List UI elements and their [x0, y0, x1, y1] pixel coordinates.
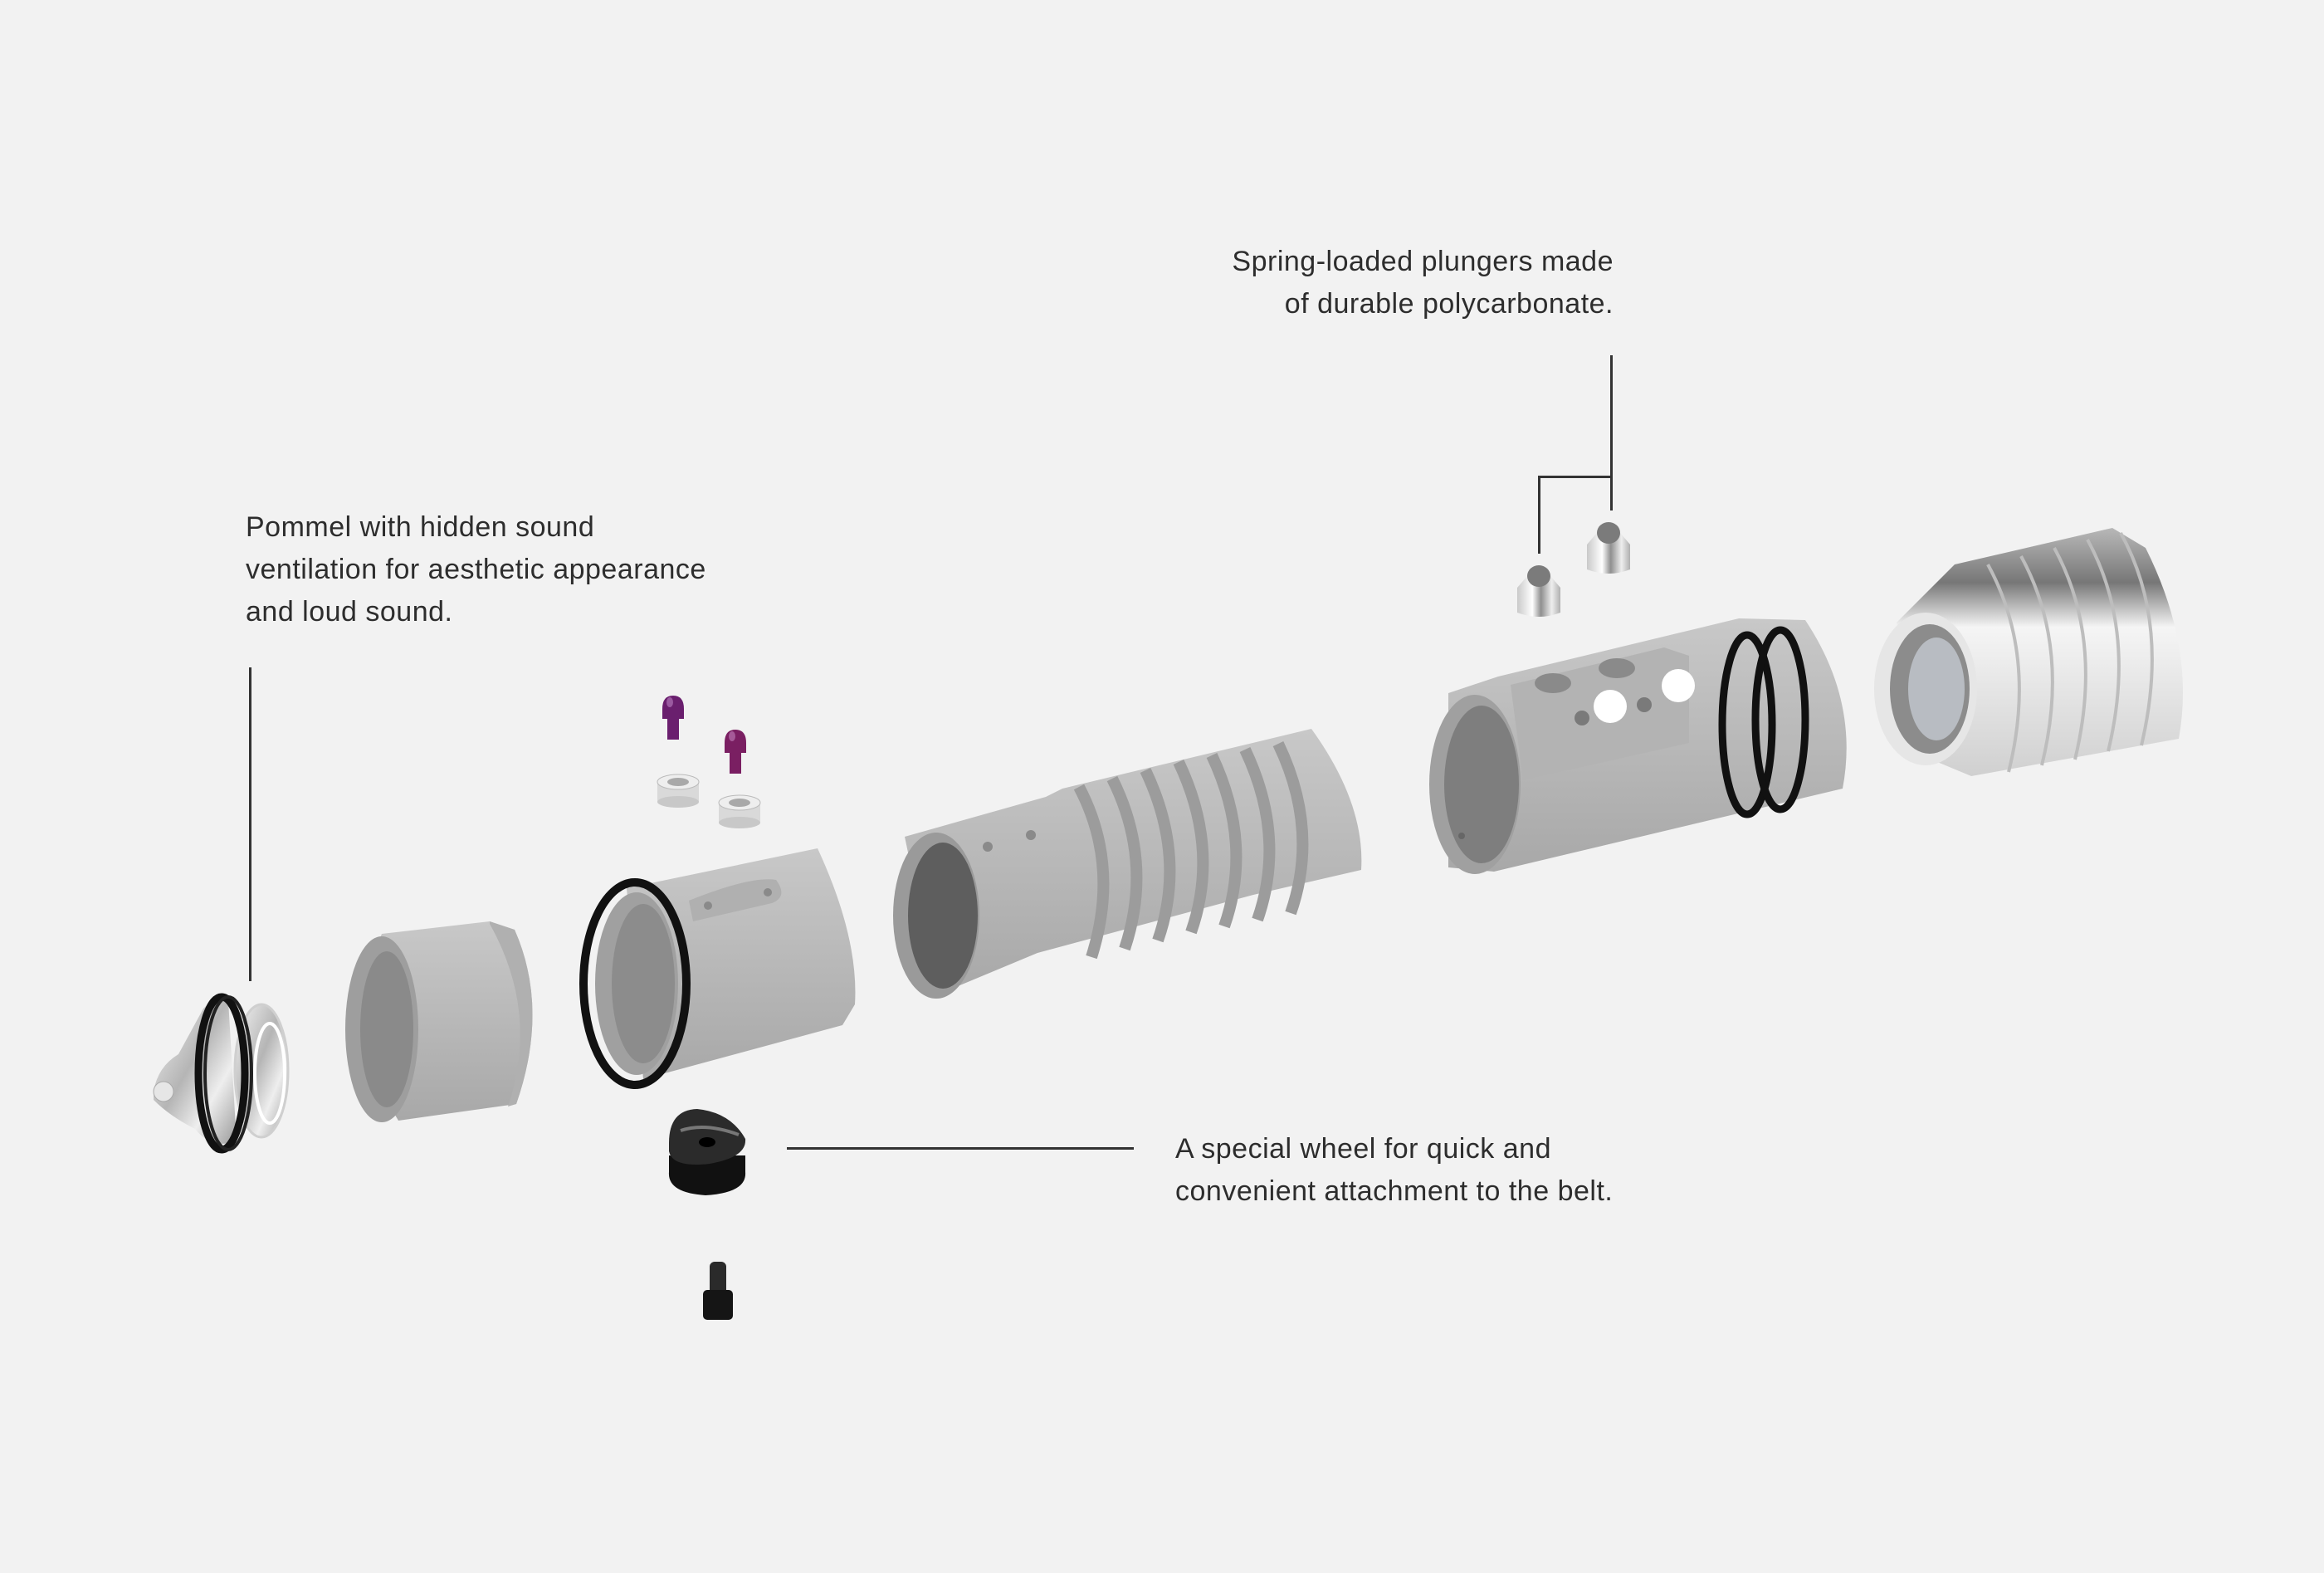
wheel-callout: A special wheel for quick and convenient… — [1175, 1128, 1613, 1213]
spring-plunger-1 — [1514, 561, 1564, 621]
wheel-callout-line-2: convenient attachment to the belt. — [1175, 1175, 1614, 1207]
belt-wheel-part — [664, 1106, 755, 1197]
plungers-callout-line-1: Spring-loaded plungers made — [1232, 246, 1614, 277]
pommel-part — [145, 984, 320, 1158]
wheel-leader — [787, 1147, 1134, 1150]
plungers-callout: Spring-loaded plungers made of durable p… — [1145, 241, 1614, 325]
grip-body-part — [872, 729, 1403, 1003]
activation-button-1 — [661, 694, 686, 742]
pommel-callout: Pommel with hidden sound ventilation for… — [246, 506, 706, 633]
pommel-callout-line-2: ventilation for aesthetic appearance — [246, 554, 706, 585]
pommel-sleeve-part — [332, 917, 556, 1125]
wheel-screw-part — [701, 1260, 738, 1323]
spring-plunger-2 — [1584, 518, 1633, 578]
emitter-part — [1863, 523, 2195, 789]
switch-section-part — [569, 847, 859, 1096]
plungers-leader-branch — [1538, 476, 1540, 554]
pommel-callout-line-3: and loud sound. — [246, 596, 453, 628]
plungers-leader-stem — [1610, 355, 1613, 510]
plungers-leader-bar — [1538, 476, 1613, 478]
button-bushing-2 — [717, 794, 762, 829]
plungers-callout-line-2: of durable polycarbonate. — [1284, 288, 1614, 320]
plunger-body-part — [1415, 618, 1855, 880]
pommel-leader — [249, 667, 251, 981]
pommel-callout-line-1: Pommel with hidden sound — [246, 511, 595, 543]
button-bushing-1 — [656, 774, 701, 808]
activation-button-2 — [723, 728, 748, 776]
wheel-callout-line-1: A special wheel for quick and — [1175, 1133, 1551, 1165]
